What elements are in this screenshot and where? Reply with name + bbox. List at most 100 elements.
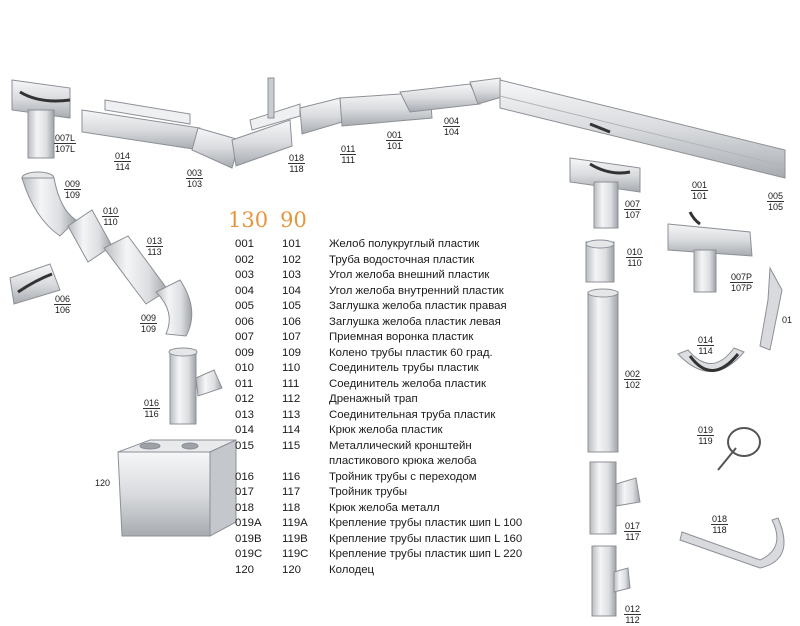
legend-part-name: Соединитель желоба пластик <box>329 377 486 390</box>
legend-code-130: 014 <box>235 424 255 436</box>
legend-code-130: 002 <box>235 253 255 266</box>
legend-code-90: 114 <box>282 424 301 436</box>
legend-code-90: 120 <box>282 563 302 576</box>
legend-part-name: Металлический кронштейн <box>329 439 472 452</box>
legend-code-130: 010 <box>235 362 255 374</box>
legend-part-name: Тройник трубы <box>329 486 408 498</box>
legend-code-130: 001 <box>235 238 255 250</box>
legend-part-name: Крюк желоба металл <box>329 501 440 514</box>
legend-part-name: Угол желоба внешний пластик <box>329 269 490 281</box>
legend-code-90: 113 <box>282 408 301 421</box>
legend-code-130: 007 <box>235 331 255 343</box>
parts-right <box>667 211 785 569</box>
legend-code-130: 019B <box>235 532 262 545</box>
legend-code-90: 106 <box>282 315 302 328</box>
legend-row: 120 120 Колодец <box>235 563 589 579</box>
legend-code-90: 105 <box>282 300 302 312</box>
legend-part-name: Колено трубы пластик 60 град. <box>329 346 493 359</box>
legend-code-130: 011 <box>235 377 254 390</box>
legend-row: 017 117 Тройник трубы <box>235 485 589 501</box>
legend-code-130: 005 <box>235 300 255 312</box>
legend-part-name: Крепление трубы пластик шип L 220 <box>329 548 523 560</box>
legend-row: 018 118 Крюк желоба металл <box>235 501 589 517</box>
legend-code-90: 118 <box>282 501 301 514</box>
legend-code-90: 117 <box>282 486 301 498</box>
legend-code-130 <box>235 454 282 470</box>
legend-part-name: Дренажный трап <box>329 393 418 405</box>
legend-code-130: 012 <box>235 393 255 405</box>
legend-code-130: 015 <box>235 439 255 452</box>
gutter-run-right <box>499 79 786 179</box>
legend-code-130: 120 <box>235 563 255 576</box>
gutter-run-left <box>11 77 506 169</box>
legend-code-90: 104 <box>282 284 302 297</box>
legend-code-90: 116 <box>282 470 301 483</box>
legend-row: 009 109 Колено трубы пластик 60 град. <box>235 346 589 362</box>
legend-code-130: 019A <box>235 517 262 529</box>
legend-code-90: 107 <box>282 331 302 343</box>
legend-part-name: Колодец <box>329 563 375 576</box>
legend-code-90: 109 <box>282 346 302 359</box>
legend-code-90: 103 <box>282 269 302 281</box>
legend-part-name: Заглушка желоба пластик правая <box>329 300 507 312</box>
legend-row: пластикового крюка желоба <box>235 454 589 470</box>
legend-part-name: Угол желоба внутренний пластик <box>329 284 504 297</box>
legend-code-90: 102 <box>282 253 302 266</box>
legend-code-90: 101 <box>282 238 302 250</box>
legend-row: 004 104 Угол желоба внутренний пластик <box>235 284 589 300</box>
legend-code-130: 009 <box>235 346 255 359</box>
legend-part-name: Крюк желоба пластик <box>329 424 443 436</box>
legend-code-130: 018 <box>235 501 255 514</box>
legend-row: 019B 119B Крепление трубы пластик шип L 16… <box>235 532 589 548</box>
legend-code-130: 004 <box>235 284 255 297</box>
legend-code-90: 119A <box>282 517 308 529</box>
downpipe-column <box>585 239 641 617</box>
legend-code-90 <box>282 454 329 470</box>
legend-part-name: Крепление трубы пластик шип L 160 <box>329 532 523 545</box>
legend-part-name: Тройник трубы с переходом <box>329 470 477 483</box>
legend-code-130: 017 <box>235 486 255 498</box>
legend-row: 016 116 Тройник трубы с переходом <box>235 470 589 486</box>
legend-code-90: 119B <box>282 532 308 545</box>
legend-code-130: 016 <box>235 470 255 483</box>
legend-part-name: Желоб полукруглый пластик <box>329 238 480 250</box>
series-130-header: 130 <box>228 208 269 232</box>
legend-code-130: 019C <box>235 548 263 560</box>
legend-part-name: пластикового крюка желоба <box>329 455 477 467</box>
legend-row: 014 114 Крюк желоба пластик <box>235 423 589 439</box>
legend-code-130: 006 <box>235 315 255 328</box>
